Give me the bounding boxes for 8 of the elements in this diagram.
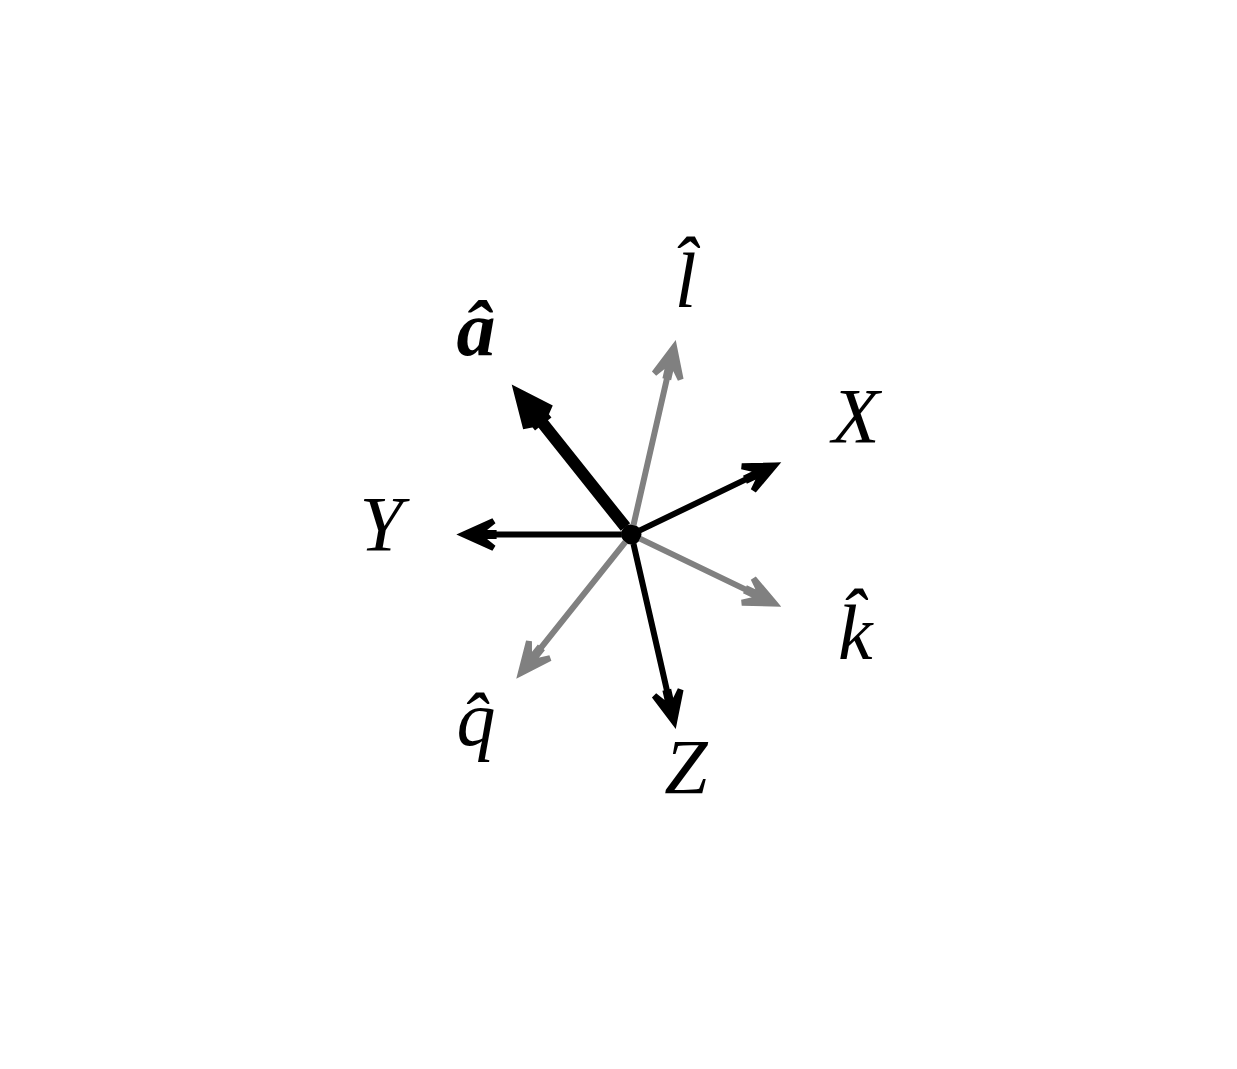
arrow <box>638 535 778 607</box>
node-text: k̂ <box>837 589 873 676</box>
node-text: â <box>455 286 495 373</box>
node-text: X <box>831 373 880 460</box>
node-point <box>620 524 641 545</box>
node-text: Z <box>663 724 708 811</box>
arrow <box>517 540 628 677</box>
node-text: q̂ <box>455 676 495 763</box>
